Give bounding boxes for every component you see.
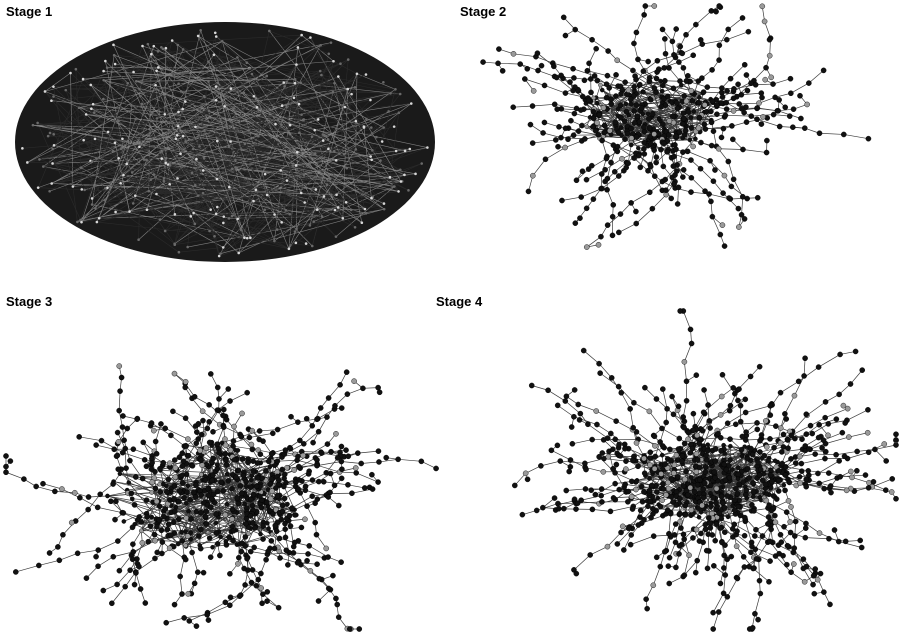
panel-title: Stage 3 bbox=[6, 294, 53, 309]
nodes bbox=[511, 308, 899, 632]
nodes bbox=[21, 28, 429, 258]
graph-stage-3 bbox=[3, 363, 439, 632]
nodes bbox=[480, 3, 872, 250]
panel-title: Stage 1 bbox=[6, 4, 53, 19]
edges bbox=[483, 5, 869, 248]
edges bbox=[22, 30, 428, 257]
edges bbox=[5, 366, 437, 630]
panel-title: Stage 2 bbox=[460, 4, 507, 19]
graph-stage-4 bbox=[511, 308, 899, 632]
graph-stage-2 bbox=[480, 3, 872, 250]
nodes bbox=[3, 363, 439, 632]
panel-title: Stage 4 bbox=[436, 294, 483, 309]
graph-stage-1 bbox=[15, 22, 435, 262]
